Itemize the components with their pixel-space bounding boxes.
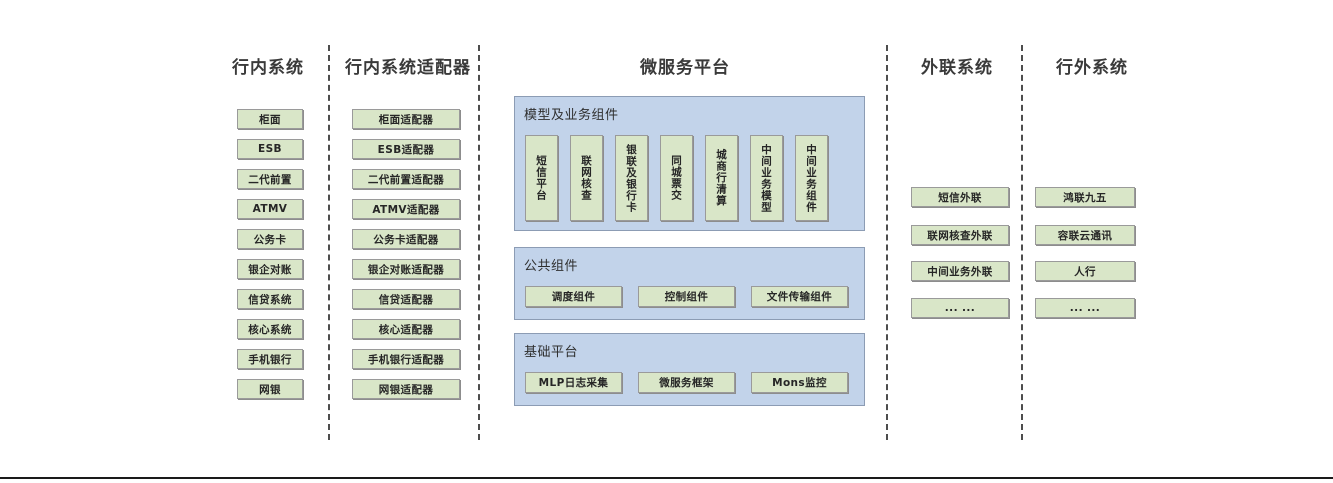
node-business-component[interactable]: 同城票交: [660, 135, 693, 221]
divider-1: [328, 45, 330, 440]
panel-public-components: [514, 247, 865, 320]
node-intra-bank-adapter[interactable]: 柜面适配器: [352, 109, 460, 129]
node-base-platform-component[interactable]: 微服务框架: [638, 372, 735, 393]
node-intra-bank-system[interactable]: 网银: [237, 379, 303, 399]
node-external-liaison-system[interactable]: 联网核查外联: [911, 225, 1009, 245]
node-intra-bank-adapter[interactable]: 公务卡适配器: [352, 229, 460, 249]
node-external-liaison-system[interactable]: 短信外联: [911, 187, 1009, 207]
node-public-component[interactable]: 文件传输组件: [751, 286, 848, 307]
node-outside-bank-system[interactable]: 鸿联九五: [1035, 187, 1135, 207]
node-business-component[interactable]: 银联及银行卡: [615, 135, 648, 221]
node-intra-bank-system[interactable]: 核心系统: [237, 319, 303, 339]
node-intra-bank-adapter[interactable]: 二代前置适配器: [352, 169, 460, 189]
node-intra-bank-adapter[interactable]: ESB适配器: [352, 139, 460, 159]
node-external-liaison-system[interactable]: ... ...: [911, 298, 1009, 318]
node-intra-bank-adapter[interactable]: 核心适配器: [352, 319, 460, 339]
node-intra-bank-system[interactable]: ESB: [237, 139, 303, 159]
column-title-external-liaison-systems: 外联系统: [921, 58, 993, 78]
node-outside-bank-system[interactable]: ... ...: [1035, 298, 1135, 318]
column-title-intra-bank-adapters: 行内系统适配器: [345, 58, 471, 78]
panel-title-model-business-components: 模型及业务组件: [524, 108, 619, 123]
node-intra-bank-system[interactable]: 银企对账: [237, 259, 303, 279]
node-intra-bank-system[interactable]: 手机银行: [237, 349, 303, 369]
node-intra-bank-system[interactable]: ATMV: [237, 199, 303, 219]
node-business-component[interactable]: 联网核查: [570, 135, 603, 221]
node-intra-bank-adapter[interactable]: 网银适配器: [352, 379, 460, 399]
node-intra-bank-system[interactable]: 二代前置: [237, 169, 303, 189]
node-business-component[interactable]: 中间业务模型: [750, 135, 783, 221]
node-outside-bank-system[interactable]: 人行: [1035, 261, 1135, 281]
panel-title-base-platform: 基础平台: [524, 345, 579, 360]
node-intra-bank-adapter[interactable]: 信贷适配器: [352, 289, 460, 309]
node-intra-bank-system[interactable]: 公务卡: [237, 229, 303, 249]
panel-title-public-components: 公共组件: [524, 259, 579, 274]
column-title-outside-bank-systems: 行外系统: [1056, 58, 1128, 78]
node-business-component[interactable]: 中间业务组件: [795, 135, 828, 221]
node-intra-bank-adapter[interactable]: 银企对账适配器: [352, 259, 460, 279]
node-public-component[interactable]: 调度组件: [525, 286, 622, 307]
node-outside-bank-system[interactable]: 容联云通讯: [1035, 225, 1135, 245]
node-public-component[interactable]: 控制组件: [638, 286, 735, 307]
node-intra-bank-system[interactable]: 柜面: [237, 109, 303, 129]
column-title-intra-bank-systems: 行内系统: [232, 58, 304, 78]
divider-4: [1021, 45, 1023, 440]
node-intra-bank-adapter[interactable]: 手机银行适配器: [352, 349, 460, 369]
bottom-rule: [0, 477, 1333, 479]
divider-2: [478, 45, 480, 440]
node-business-component[interactable]: 短信平台: [525, 135, 558, 221]
node-external-liaison-system[interactable]: 中间业务外联: [911, 261, 1009, 281]
panel-base-platform: [514, 333, 865, 406]
column-title-microservice-platform: 微服务平台: [640, 58, 730, 78]
node-business-component[interactable]: 城商行清算: [705, 135, 738, 221]
node-intra-bank-system[interactable]: 信贷系统: [237, 289, 303, 309]
divider-3: [886, 45, 888, 440]
node-base-platform-component[interactable]: Mons监控: [751, 372, 848, 393]
node-base-platform-component[interactable]: MLP日志采集: [525, 372, 622, 393]
node-intra-bank-adapter[interactable]: ATMV适配器: [352, 199, 460, 219]
